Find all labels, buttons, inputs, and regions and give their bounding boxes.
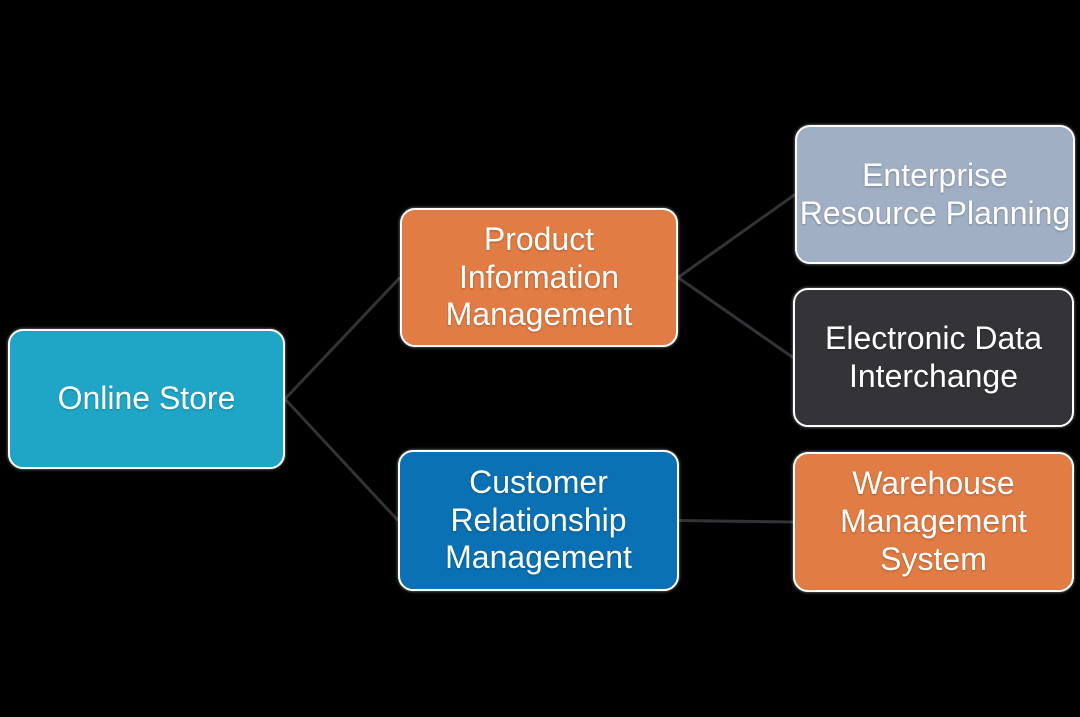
connector-online_store-pim bbox=[283, 276, 402, 401]
node-pim-label: Product Information Management bbox=[445, 220, 633, 333]
connector-pim-edi bbox=[677, 276, 794, 359]
node-erp-label: Enterprise Resource Planning bbox=[799, 156, 1071, 231]
connector-crm-wms bbox=[678, 519, 794, 524]
node-online-store: Online Store bbox=[8, 329, 285, 469]
node-customer-relationship-management: Customer Relationship Management bbox=[398, 450, 679, 591]
node-enterprise-resource-planning: Enterprise Resource Planning bbox=[795, 125, 1075, 264]
node-warehouse-management-system: Warehouse Management System bbox=[793, 452, 1074, 592]
node-wms-label: Warehouse Management System bbox=[840, 465, 1027, 577]
node-online-store-label: Online Store bbox=[57, 380, 236, 417]
node-edi-label: Electronic Data Interchange bbox=[825, 319, 1042, 394]
connector-pim-erp bbox=[677, 193, 796, 279]
node-product-information-management: Product Information Management bbox=[400, 208, 678, 347]
node-electronic-data-interchange: Electronic Data Interchange bbox=[793, 288, 1074, 427]
node-crm-label: Customer Relationship Management bbox=[445, 463, 632, 576]
connector-online_store-crm bbox=[283, 397, 400, 522]
